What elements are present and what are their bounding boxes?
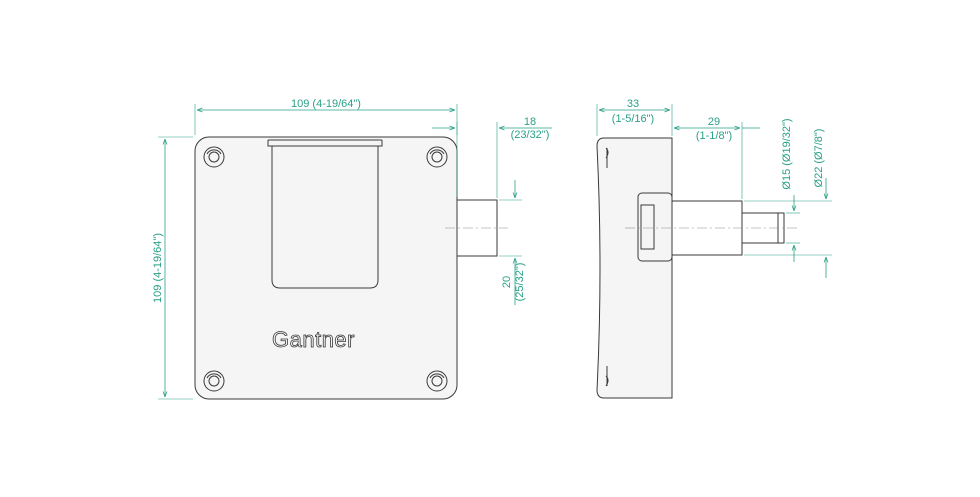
- bolt-length-label-inch: (23/32"): [511, 129, 550, 141]
- side-bolt-length-label-inch: (1-1/8"): [696, 130, 732, 142]
- width-label: 109 (4-19/64"): [291, 98, 361, 110]
- bolt-front: [456, 199, 498, 257]
- screw-top-right-icon: [426, 146, 448, 168]
- key-slot-cover: [267, 139, 383, 289]
- cylinder-slot: [640, 204, 655, 250]
- lock-body-side: [596, 137, 673, 399]
- screw-bottom-left-icon: [203, 370, 225, 392]
- bolt-length-label-value: 18: [524, 116, 536, 128]
- diameter-large-label: Ø22 (Ø7/8"): [813, 129, 825, 188]
- diameter-small-label: Ø15 (Ø19/32"): [781, 118, 793, 189]
- side-bolt-length-label-value: 29: [708, 116, 720, 128]
- depth-label-value: 33: [627, 98, 639, 110]
- depth-label-inch: (1-5/16"): [612, 113, 654, 125]
- screw-bottom-right-icon: [426, 370, 448, 392]
- side-view: 33 (1-5/16") 29 (1-1/8") Ø15 (Ø19/32") Ø…: [596, 98, 832, 399]
- height-label: 109 (4-19/64"): [152, 233, 164, 303]
- lock-body-front: [194, 136, 458, 400]
- front-view: Gantner 109 (4-19/64") 109 (4-19/64") 18…: [152, 98, 552, 400]
- brand-logo: Gantner: [272, 327, 355, 352]
- bolt-width-label-value: 20: [501, 276, 513, 288]
- bolt-width-label-inch: (25/32"): [514, 263, 526, 302]
- screw-top-left-icon: [203, 146, 225, 168]
